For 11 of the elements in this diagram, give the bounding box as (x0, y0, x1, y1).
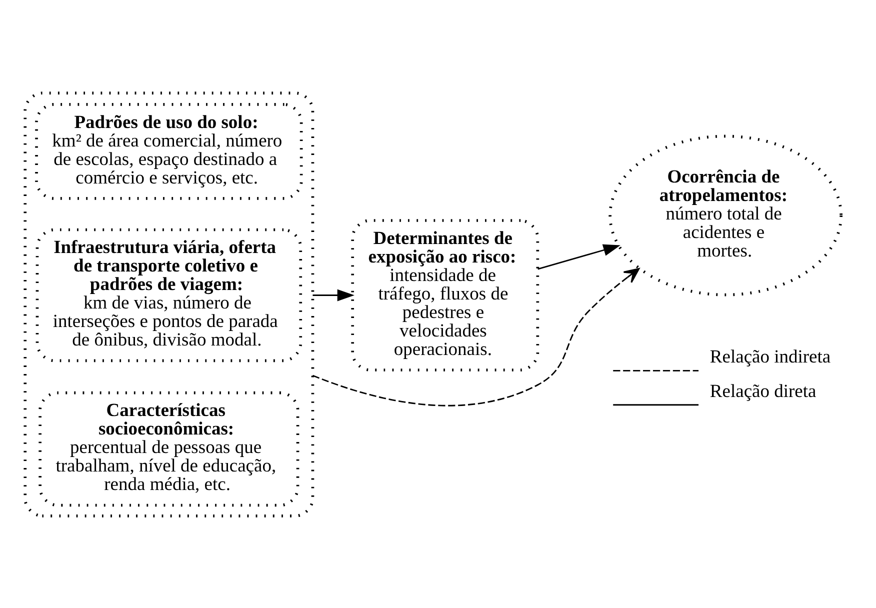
node-box: Infraestrutura viária, oferta de transporte coletivo e padrões de viagem: km de vias, número de interseções e pontos de parada de ônibus, divisão modal. (36, 228, 302, 362)
node-box: Determinantes de exposição ao risco: intensidade de tráfego, fluxos de pedestres e velocidades operacionais. (351, 218, 540, 371)
cluster (24, 91, 314, 517)
legend-label: Relação indireta (710, 347, 831, 368)
arrow (312, 288, 354, 301)
node-box: Padrões de uso do solo: km² de área comercial, número de escolas, espaço destinado a comércio e serviços, etc. (35, 102, 303, 200)
legend-label: Relação direta (710, 381, 816, 402)
arrow (538, 244, 620, 270)
arrow (312, 268, 640, 406)
node-ellipse: Ocorrência de atropelamentos: número total de acidentes e mortes. (608, 134, 842, 296)
node-box: Características socioeconômicas: percentual de pessoas que trabalham, nível de educação, renda média, etc. (38, 390, 300, 506)
